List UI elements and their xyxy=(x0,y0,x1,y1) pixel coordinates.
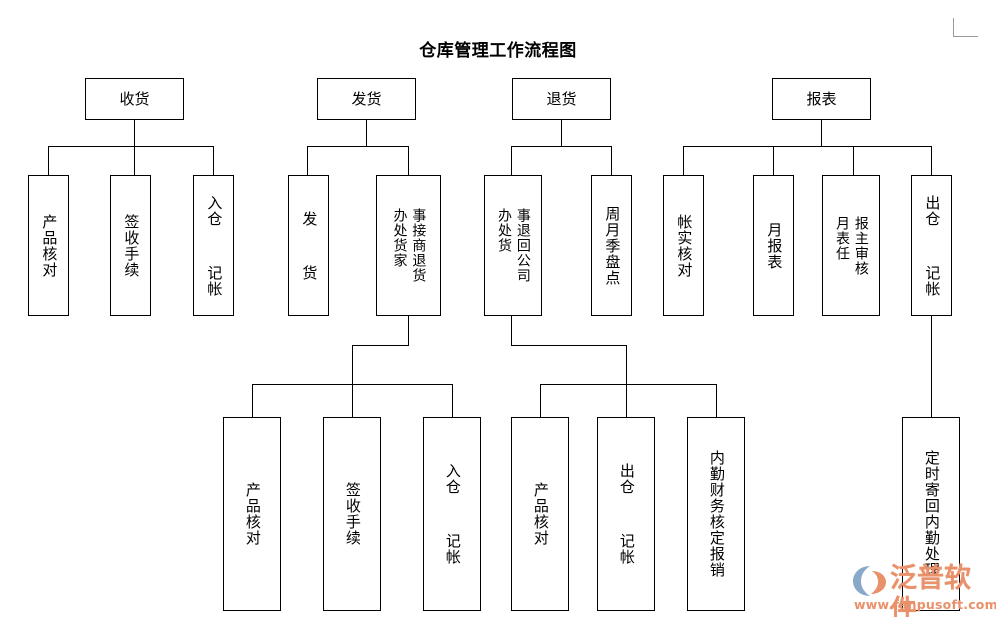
node-shouhuo[interactable]: 收货 xyxy=(85,78,184,120)
node-label: 产品核对 xyxy=(40,213,59,278)
page-corner-mark xyxy=(953,18,978,37)
node-fahuo[interactable]: 发货 xyxy=(317,78,416,120)
node-label: 发 货 xyxy=(300,210,319,281)
connector-th2-drop-2 xyxy=(626,384,627,417)
node-label: 定时寄回内勤处理 xyxy=(922,450,941,578)
node-tuihuo[interactable]: 退货 xyxy=(512,78,611,120)
connector-shouhuo-stem xyxy=(134,120,135,146)
node-label: 报表 xyxy=(806,89,837,108)
node-chanpin-hedui-2[interactable]: 产品核对 xyxy=(223,417,281,611)
connector-baobiao-drop-1 xyxy=(683,146,684,175)
connector-shouhuo-drop-2 xyxy=(134,146,135,175)
node-qianshou-shouxu-1[interactable]: 签收手续 xyxy=(110,175,151,316)
node-label: 出仓 记帐 xyxy=(923,194,942,297)
connector-bb4-stem xyxy=(931,316,932,417)
connector-baobiao-bus xyxy=(683,146,931,147)
node-label: 收货 xyxy=(119,89,150,108)
connector-th2-drop-1 xyxy=(540,384,541,417)
node-label: 报主审核 月表任 xyxy=(834,215,869,276)
connector-th2-jog xyxy=(511,345,626,346)
connector-fh2-drop-1 xyxy=(252,384,253,417)
connector-fahuo-drop-1 xyxy=(307,146,308,175)
connector-fahuo-drop-2 xyxy=(408,146,409,175)
connector-th2-drop-3 xyxy=(716,384,717,417)
node-chanpin-hedui-1[interactable]: 产品核对 xyxy=(28,175,69,316)
node-label: 帐实核对 xyxy=(675,213,694,278)
connector-baobiao-drop-3 xyxy=(853,146,854,175)
connector-fh2-jog xyxy=(352,345,409,346)
connector-th2-bus xyxy=(540,384,716,385)
node-label: 入仓 记帐 xyxy=(443,463,462,565)
connector-fh2-stem-a xyxy=(408,316,409,345)
fanpu-logo-icon xyxy=(853,566,886,596)
node-zhouyueji-pandian[interactable]: 周月季盘点 xyxy=(591,175,632,316)
connector-th2-stem-a xyxy=(511,316,512,345)
node-zhangshi-hedui[interactable]: 帐实核对 xyxy=(663,175,704,316)
node-label: 出仓 记帐 xyxy=(617,463,636,565)
connector-fahuo-bus xyxy=(307,146,408,147)
connector-fh2-drop-2 xyxy=(352,384,353,417)
node-qianshou-shouxu-2[interactable]: 签收手续 xyxy=(323,417,381,611)
connector-shouhuo-bus xyxy=(48,146,213,147)
node-label: 周月季盘点 xyxy=(603,205,622,286)
node-label: 签收手续 xyxy=(343,482,362,546)
node-tuihuo-gongsi-chuli[interactable]: 事退回公司 办处货 xyxy=(484,175,542,316)
node-rucang-jizhang-2[interactable]: 入仓 记帐 xyxy=(423,417,481,611)
node-label: 退货 xyxy=(546,89,577,108)
node-baobiao[interactable]: 报表 xyxy=(772,78,871,120)
connector-baobiao-drop-4 xyxy=(931,146,932,175)
node-baobiao-zhuren-shenhe[interactable]: 报主审核 月表任 xyxy=(822,175,880,316)
node-chanpin-hedui-3[interactable]: 产品核对 xyxy=(511,417,569,611)
node-label: 签收手续 xyxy=(122,213,141,278)
node-label: 事退回公司 办处货 xyxy=(496,208,531,283)
node-label: 发货 xyxy=(351,89,382,108)
node-yue-baobiao[interactable]: 月报表 xyxy=(753,175,794,316)
connector-shouhuo-drop-3 xyxy=(213,146,214,175)
connector-th2-stem-b xyxy=(626,345,627,384)
connector-fh2-stem-b xyxy=(352,345,353,384)
node-shangjia-tuihuo-chuli[interactable]: 事接商退货 办处货家 xyxy=(376,175,441,316)
connector-fahuo-stem xyxy=(366,120,367,146)
connector-tuihuo-drop-2 xyxy=(611,146,612,175)
node-chucang-jizhang-1[interactable]: 出仓 记帐 xyxy=(911,175,952,316)
node-dingshi-jihui-neiqin-chuli[interactable]: 定时寄回内勤处理 xyxy=(902,417,960,611)
connector-shouhuo-drop-1 xyxy=(48,146,49,175)
node-neiqin-caiwu-hedingbaoxiao[interactable]: 内勤财务核定报销 xyxy=(687,417,745,611)
connector-fh2-drop-3 xyxy=(452,384,453,417)
node-rucang-jizhang-1[interactable]: 入仓 记帐 xyxy=(193,175,234,316)
node-label: 入仓 记帐 xyxy=(205,194,224,297)
node-label: 产品核对 xyxy=(531,482,550,546)
node-chucang-jizhang-2[interactable]: 出仓 记帐 xyxy=(597,417,655,611)
node-fahuo-detail[interactable]: 发 货 xyxy=(288,175,329,316)
node-label: 产品核对 xyxy=(243,482,262,546)
page-title: 仓库管理工作流程图 xyxy=(419,41,577,61)
connector-baobiao-stem xyxy=(821,120,822,146)
connector-tuihuo-bus xyxy=(511,146,611,147)
connector-tuihuo-drop-1 xyxy=(511,146,512,175)
connector-baobiao-drop-2 xyxy=(773,146,774,175)
node-label: 内勤财务核定报销 xyxy=(707,450,726,578)
node-label: 事接商退货 办处货家 xyxy=(391,208,427,283)
node-label: 月报表 xyxy=(765,221,784,270)
connector-tuihuo-stem xyxy=(561,120,562,146)
